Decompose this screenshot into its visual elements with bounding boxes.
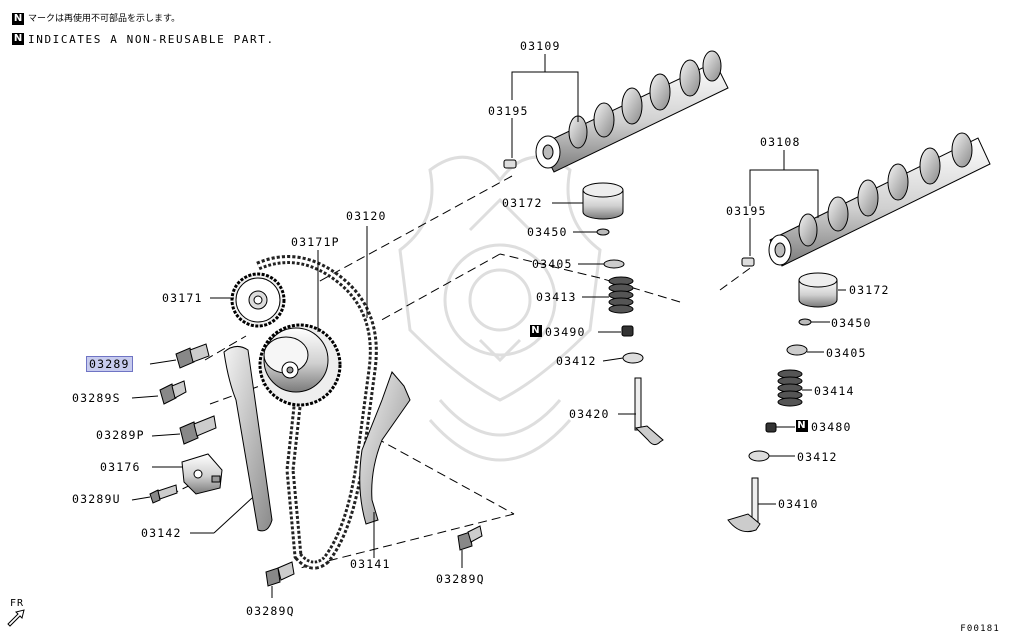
watermark-emblem xyxy=(398,155,602,462)
non-reusable-badge: N xyxy=(530,325,542,337)
non-reusable-badge: N xyxy=(796,420,808,432)
part-label-03195-upper[interactable]: 03195 xyxy=(488,104,529,118)
part-label-03412-intake[interactable]: 03412 xyxy=(556,354,597,368)
timing-chain-03120 xyxy=(256,255,378,570)
note-en-text: INDICATES A NON-REUSABLE PART. xyxy=(28,33,275,46)
tensioner-03176 xyxy=(181,453,223,495)
valve-train-exhaust xyxy=(727,272,838,533)
part-label-03176[interactable]: 03176 xyxy=(100,460,141,474)
chain-guide-03141 xyxy=(359,371,411,525)
front-arrow-icon xyxy=(7,609,25,627)
chain-guide-03142 xyxy=(223,346,273,532)
camshaft-03108 xyxy=(741,132,991,267)
part-label-03405-exhaust[interactable]: 03405 xyxy=(826,346,867,360)
part-label-03289u[interactable]: 03289U xyxy=(72,492,121,506)
bolts xyxy=(149,343,483,587)
figure-id: F00181 xyxy=(960,624,1000,634)
part-label-03171p[interactable]: 03171P xyxy=(291,235,340,249)
front-marker: FR xyxy=(10,598,25,609)
part-label-03413[interactable]: 03413 xyxy=(536,290,577,304)
part-label-03414[interactable]: 03414 xyxy=(814,384,855,398)
part-label-03195-lower[interactable]: 03195 xyxy=(726,204,767,218)
non-reusable-badge: N xyxy=(12,13,24,25)
sprocket-03171 xyxy=(230,272,286,328)
valve-train-intake xyxy=(582,182,664,446)
part-label-03450-intake[interactable]: 03450 xyxy=(527,225,568,239)
part-label-03289-highlighted[interactable]: 03289 xyxy=(86,356,133,372)
non-reusable-badge: N xyxy=(12,33,24,45)
part-label-03171[interactable]: 03171 xyxy=(162,291,203,305)
part-label-03420[interactable]: 03420 xyxy=(569,407,610,421)
part-label-03405-intake[interactable]: 03405 xyxy=(532,257,573,271)
note-jp-text: マークは再使用不可部品を示します。 xyxy=(28,14,181,24)
part-label-03120[interactable]: 03120 xyxy=(346,209,387,223)
part-number: 03490 xyxy=(545,325,586,339)
part-label-03412-exhaust[interactable]: 03412 xyxy=(797,450,838,464)
non-reusable-note-en: N INDICATES A NON-REUSABLE PART. xyxy=(12,33,275,46)
leader-lines xyxy=(131,54,846,598)
part-label-03172-exhaust[interactable]: 03172 xyxy=(849,283,890,297)
part-label-03141[interactable]: 03141 xyxy=(350,557,391,571)
part-label-03410[interactable]: 03410 xyxy=(778,497,819,511)
part-label-03172-intake[interactable]: 03172 xyxy=(502,196,543,210)
part-label-03289q-left[interactable]: 03289Q xyxy=(246,604,295,618)
part-label-03289p[interactable]: 03289P xyxy=(96,428,145,442)
part-number: 03480 xyxy=(811,420,852,434)
part-label-03289q-right[interactable]: 03289Q xyxy=(436,572,485,586)
part-label-03142[interactable]: 03142 xyxy=(141,526,182,540)
camshaft-03109 xyxy=(503,50,729,173)
vvt-sprocket-03171p xyxy=(258,323,342,407)
part-label-03450-exhaust[interactable]: 03450 xyxy=(831,316,872,330)
part-label-03109[interactable]: 03109 xyxy=(520,39,561,53)
part-label-03108[interactable]: 03108 xyxy=(760,135,801,149)
part-label-03289s[interactable]: 03289S xyxy=(72,391,121,405)
non-reusable-note-jp: N マークは再使用不可部品を示します。 xyxy=(12,13,180,26)
